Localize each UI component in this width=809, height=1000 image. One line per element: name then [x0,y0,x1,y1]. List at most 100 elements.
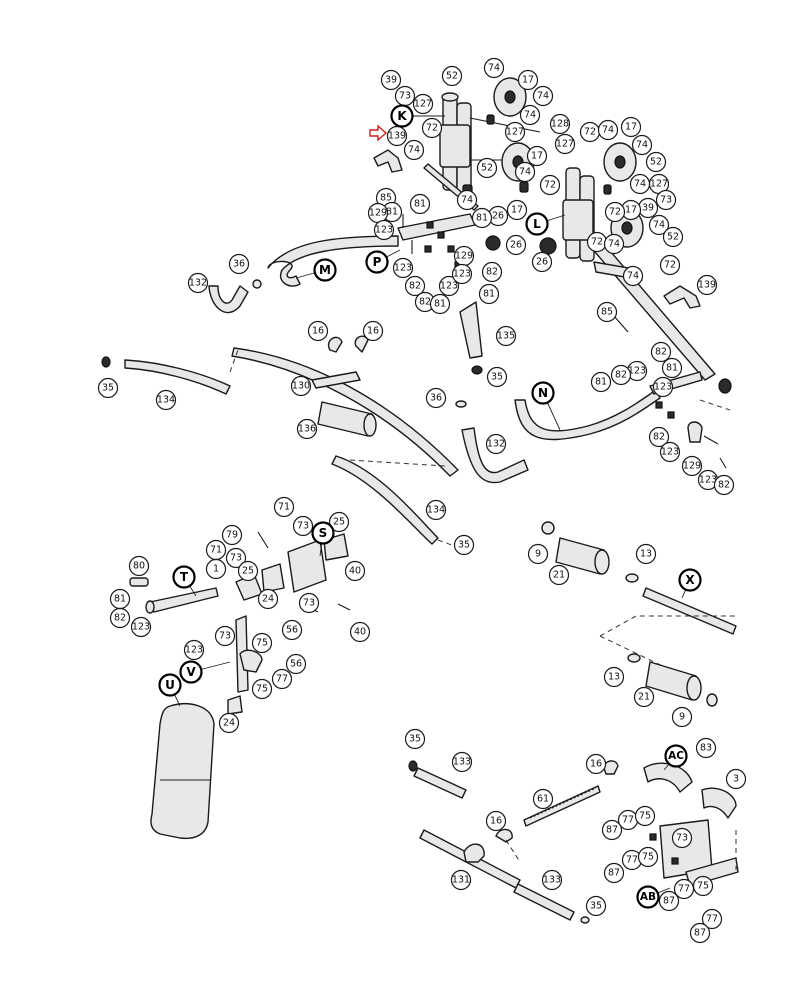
callout-number: 123 [394,263,412,274]
callout-circle [285,653,307,675]
part-callout-24: 24 [218,712,240,734]
callout-number: 9 [679,712,685,723]
assembly-callout-x: X [678,568,702,599]
part-callout-71: 71 [273,496,295,518]
callout-circle [425,387,447,409]
callout-number: 80 [133,561,145,572]
callout-circle [187,272,209,294]
callout-number: 74 [488,63,500,74]
callout-circle [601,819,623,841]
part-callout-72: 72 [604,201,626,223]
part-callout-16: 16 [585,753,607,775]
part-callout-129: 129 [367,202,389,224]
part-callout-36: 36 [425,387,447,409]
part-callout-83: 83 [695,737,717,759]
callout-number: 21 [553,570,565,581]
part-callout-74: 74 [631,134,653,156]
callout-circle [603,666,625,688]
callout-circle [504,121,526,143]
callout-number: 74 [537,91,549,102]
callout-number: 81 [666,363,678,374]
callout-number: 75 [256,684,268,695]
part-callout-74: 74 [597,119,619,141]
callout-number: 72 [426,123,438,134]
callout-circle [307,320,329,342]
callout-number: 1 [213,564,219,575]
callout-number: 56 [286,625,298,636]
callout-circle [637,846,659,868]
part-callout-134: 134 [425,499,447,521]
callout-circle [701,908,723,930]
callout-number: 52 [446,71,458,82]
roller-shaft-x [541,521,737,707]
part-callout-127: 127 [504,121,526,143]
assembly-circle [172,565,196,589]
part-callout-123: 123 [392,257,414,279]
callout-number: 127 [414,99,432,110]
part-callout-133: 133 [451,751,473,773]
part-callout-81: 81 [409,193,431,215]
callout-circle [362,320,384,342]
callout-number: 139 [698,280,716,291]
assembly-circle [365,250,389,274]
callout-circle [634,805,656,827]
callout-number: 133 [453,757,471,768]
callout-number: 77 [678,884,690,895]
callout-circle [273,496,295,518]
part-callout-139: 139 [386,125,408,147]
callout-number: 24 [262,594,274,605]
callout-circle [633,686,655,708]
callout-number: 123 [185,645,203,656]
part-callout-16: 16 [362,320,384,342]
callout-number: 35 [590,901,602,912]
callout-circle [645,151,667,173]
callout-circle [648,214,670,236]
callout-circle [218,712,240,734]
callout-number: 16 [367,326,379,337]
callout-number: 81 [386,207,398,218]
callout-circle [585,753,607,775]
part-callout-77: 77 [271,668,293,690]
callout-number: 127 [556,139,574,150]
callout-number: 127 [506,127,524,138]
part-callout-129: 129 [453,245,475,267]
callout-number: 74 [608,239,620,250]
callout-circle [251,678,273,700]
part-callout-74: 74 [456,189,478,211]
callout-circle [505,234,527,256]
callout-number: 3 [733,774,739,785]
part-callout-75: 75 [251,632,273,654]
assembly-callout-u: U [158,673,182,707]
part-callout-35: 35 [585,895,607,917]
callout-circle [456,189,478,211]
part-callout-17: 17 [517,69,539,91]
part-callout-16: 16 [307,320,329,342]
assembly-letter: P [373,255,382,269]
part-callout-123: 123 [183,639,205,661]
callout-number: 35 [102,383,114,394]
callout-number: 72 [591,237,603,248]
bar-assembly-center [101,335,461,549]
assembly-letter: V [186,665,196,679]
callout-circle [597,119,619,141]
callout-number: 123 [661,447,679,458]
callout-number: 82 [655,347,667,358]
callout-number: 17 [625,205,637,216]
part-callout-17: 17 [526,145,548,167]
part-callout-26: 26 [487,205,509,227]
callout-number: 139 [388,131,406,142]
callout-circle [514,161,536,183]
part-callout-75: 75 [637,846,659,868]
assembly-letter: L [533,217,541,231]
callout-number: 77 [706,914,718,925]
callout-number: 71 [210,545,222,556]
callout-number: 17 [511,205,523,216]
part-callout-74: 74 [519,104,541,126]
highlight-arrow-icon [369,124,388,142]
callout-circle [585,895,607,917]
assembly-circle [179,660,203,684]
callout-circle [290,375,312,397]
callout-circle [392,257,414,279]
part-callout-61: 61 [532,788,554,810]
